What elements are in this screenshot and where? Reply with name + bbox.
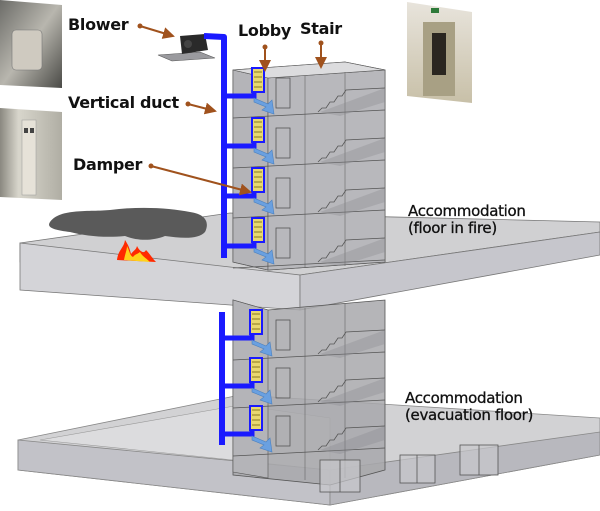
vertical-duct-label: Vertical duct (68, 93, 179, 112)
lobby-photo (407, 2, 472, 103)
damper (249, 357, 273, 405)
stair-flight (317, 187, 386, 213)
floor-line (232, 159, 386, 169)
blower-icon (157, 34, 216, 62)
airflow-arrow-icon (251, 435, 273, 453)
damper (249, 405, 273, 453)
entrance-doors (319, 444, 499, 493)
stair-flight (317, 137, 386, 163)
damper (251, 67, 275, 115)
airflow-arrow-icon (253, 97, 275, 115)
damper (251, 117, 275, 165)
damper-grille (249, 309, 263, 335)
damper-grille (251, 167, 265, 193)
damper-label: Damper (73, 155, 143, 174)
floor-line (232, 209, 386, 219)
stair-shadow (320, 188, 385, 216)
airflow-arrow-icon (253, 147, 275, 165)
fire-icon (117, 240, 156, 262)
lobby-door (275, 367, 291, 399)
stair-shadow (320, 138, 385, 166)
lobby-door (275, 227, 291, 259)
stair-shadow (320, 426, 385, 454)
lobby-label: Lobby (238, 21, 292, 40)
damper (251, 217, 275, 265)
airflow-arrow-icon (251, 339, 273, 357)
damper (251, 167, 275, 215)
airflow-arrow-icon (251, 387, 273, 405)
evacuation-floor-label-line1: Accommodation (405, 389, 523, 407)
stair-shadow (320, 88, 385, 116)
evacuation-floor-label-line2: (evacuation floor) (405, 406, 534, 424)
stair-flight (317, 329, 386, 355)
blower-label: Blower (68, 15, 129, 34)
damper (249, 309, 273, 357)
stair-shadow (320, 378, 385, 406)
leader-lines (137, 23, 327, 196)
floor-line (232, 109, 386, 119)
damper-grille (249, 405, 263, 431)
airflow-arrow-icon (253, 197, 275, 215)
floor-in-fire-label-line2: (floor in fire) (408, 219, 498, 237)
lobby-door (275, 415, 291, 447)
floor-line (232, 259, 386, 269)
floor-line (232, 447, 386, 457)
damper-grille (251, 217, 265, 243)
stair-shadow (320, 330, 385, 358)
stair-flight (317, 377, 386, 403)
lobby-door (275, 77, 291, 109)
damper-grille (251, 67, 265, 93)
stair-shadow (320, 238, 385, 266)
lobby-door (275, 319, 291, 351)
stair-flight (317, 87, 386, 113)
stair-flight (317, 237, 386, 263)
lobby-door (275, 127, 291, 159)
damper-grille (249, 357, 263, 383)
stair-flight (317, 425, 386, 451)
damper-photo (0, 108, 62, 200)
floor-in-fire-label-line1: Accommodation (408, 202, 526, 220)
blower-photo (0, 0, 62, 88)
smoke-cloud (49, 207, 207, 240)
stair-label: Stair (300, 19, 342, 38)
airflow-arrow-icon (253, 247, 275, 265)
damper-grille (251, 117, 265, 143)
lobby-door (275, 177, 291, 209)
